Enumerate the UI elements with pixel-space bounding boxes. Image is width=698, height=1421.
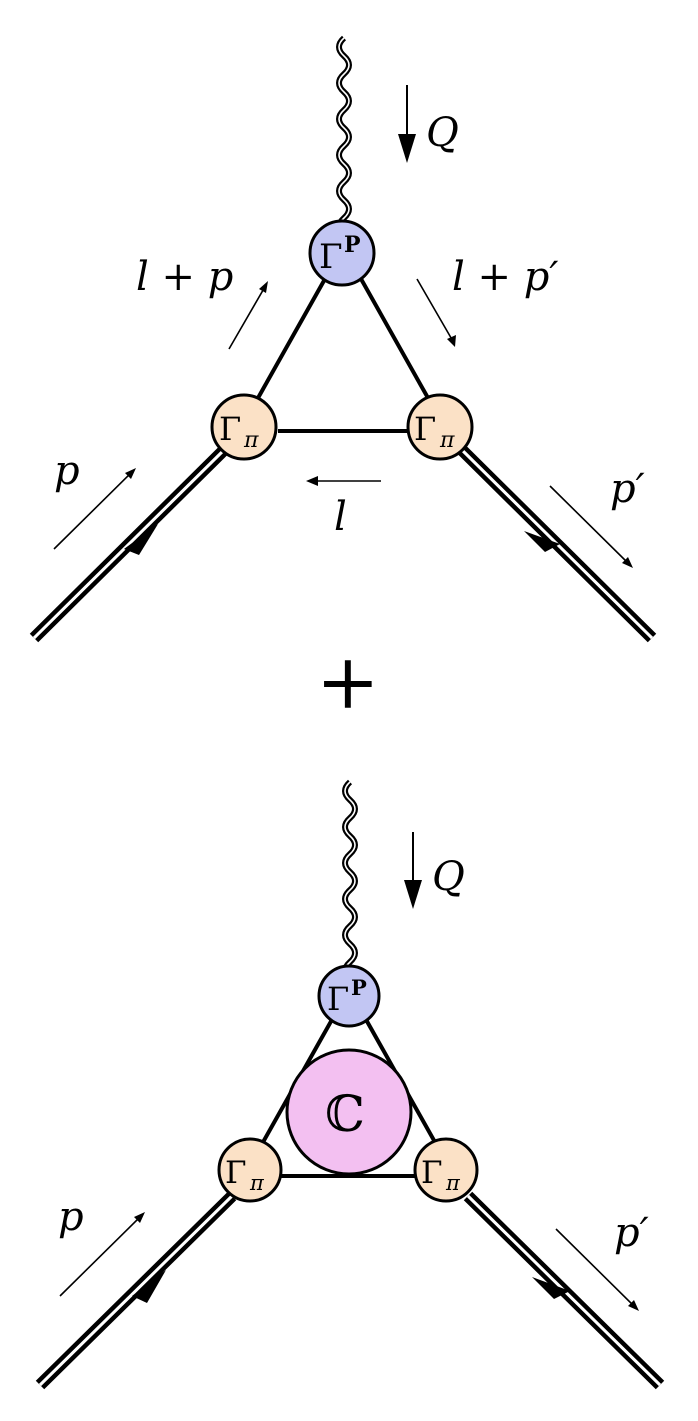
pion-vertex-right-bottom: Γ π [413,1137,479,1203]
arrow-head-icon [132,1270,166,1303]
momentum-label-incoming-top: p [54,448,80,494]
arrow-head-icon [124,524,158,555]
diagram-top: Γ P Γ π Γ π Q l + p l + p′ [29,35,657,643]
momentum-arrow-incoming-bottom [59,1212,145,1297]
arrow-head-icon [524,531,560,552]
gamma-subscript: π [439,428,455,453]
gamma-symbol: Γ [414,410,436,448]
momentum-arrow-upper-right [416,278,456,347]
diagram-bottom: Γ P ℂ Γ π Γ π Q p [35,779,665,1390]
gamma-symbol: Γ [327,980,349,1018]
photon-vertex-top: Γ P [308,219,376,287]
outgoing-nucleon-line [463,1191,665,1390]
momentum-label-Q-top: Q [426,110,459,156]
loop-line-upper-left [256,269,332,399]
photon-line-bottom [342,779,358,983]
gamma-subscript: π [249,1171,265,1195]
photon-line-top [336,35,352,239]
momentum-label-upper-left: l + p [136,254,233,300]
gamma-symbol: Γ [421,1155,443,1191]
momentum-arrow-incoming-top [53,468,136,550]
momentum-arrow-outgoing-bottom [555,1228,639,1311]
gamma-symbol: Γ [219,410,241,448]
gamma-subscript: π [445,1171,461,1195]
gamma-subscript: π [243,428,259,453]
outgoing-nucleon-line [457,445,657,643]
momentum-label-upper-right: l + p′ [452,254,558,300]
plus-sign: + [316,637,380,726]
momentum-label-outgoing-bottom: p′ [614,1210,649,1256]
momentum-label-Q-bottom: Q [432,854,465,900]
kernel-symbol: ℂ [325,1085,365,1143]
gamma-symbol: Γ [319,237,343,277]
momentum-label-bottom: l [334,494,347,540]
loop-line-upper-right [354,269,430,399]
momentum-arrow-outgoing-top [549,485,633,568]
gamma-superscript: P [351,975,367,1000]
momentum-label-outgoing-top: p′ [610,466,645,512]
incoming-nucleon-line [29,445,229,643]
incoming-nucleon-line [35,1191,237,1390]
gamma-symbol: Γ [225,1155,247,1191]
momentum-arrow-bottom [306,476,381,486]
pion-vertex-left-bottom: Γ π [217,1137,283,1203]
momentum-arrow-Q-top [398,85,416,163]
momentum-arrow-upper-left [228,281,268,350]
photon-vertex-bottom: Γ P [317,964,381,1028]
kernel-blob: ℂ [285,1048,413,1176]
pion-vertex-right-top: Γ π [406,393,474,461]
gamma-superscript: P [344,232,361,258]
pion-vertex-left-top: Γ π [210,393,278,461]
momentum-arrow-Q-bottom [404,832,422,909]
momentum-label-incoming-bottom: p [58,1194,84,1240]
arrow-head-icon [532,1277,570,1299]
